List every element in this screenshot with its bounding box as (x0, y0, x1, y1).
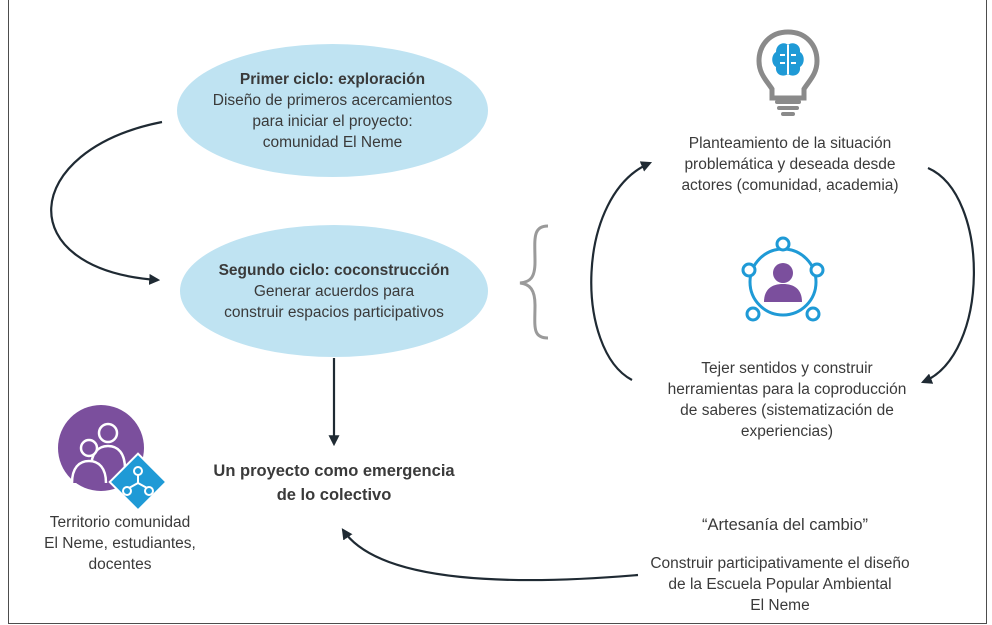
craft-line: Construir participativamente el diseño (650, 555, 910, 572)
emergence-text: Un proyecto como emergencia de lo colect… (185, 459, 483, 507)
arrow-cycle1-to-cycle2 (50, 120, 163, 285)
situation-line: problemática y deseada desde (684, 156, 896, 173)
territory-line: El Neme, estudiantes, (44, 535, 196, 552)
craft-title: “Artesanía del cambio” (702, 516, 868, 534)
cycle1-line: para iniciar el proyecto: (252, 112, 413, 130)
cycle2-title: Segundo ciclo: coconstrucción (218, 261, 450, 279)
cycle2-line: construir espacios participativos (224, 303, 444, 321)
territory-text: Territorio comunidad El Neme, estudiante… (20, 512, 220, 575)
craft-line: de la Escuela Popular Ambiental (668, 576, 892, 593)
person-network-icon (741, 236, 825, 322)
curly-brace (519, 224, 549, 340)
emergence-line: Un proyecto como emergencia (213, 462, 455, 480)
weave-line: Tejer sentidos y construir (701, 360, 873, 377)
situation-line: actores (comunidad, academia) (681, 177, 899, 194)
situation-line: Planteamiento de la situación (688, 135, 892, 152)
weave-text: Tejer sentidos y construir herramientas … (627, 358, 947, 442)
territory-line: docentes (88, 556, 152, 573)
arrow-situation-to-weave (920, 166, 975, 384)
emergence-line: de lo colectivo (276, 486, 392, 504)
cycle2-ellipse: Segundo ciclo: coconstrucción Generar ac… (180, 225, 488, 357)
cycle2-line: Generar acuerdos para (253, 282, 415, 300)
cycle1-line: Diseño de primeros acercamientos (212, 91, 453, 109)
cycle1-title: Primer ciclo: exploración (239, 70, 426, 88)
lightbulb-brain-icon (756, 29, 820, 116)
situation-text: Planteamiento de la situación problemáti… (640, 133, 940, 196)
cycle1-ellipse: Primer ciclo: exploración Diseño de prim… (177, 44, 488, 177)
weave-line: herramientas para la coproducción (667, 381, 907, 398)
diagram-frame (8, 0, 987, 624)
craft-text: Construir participativamente el diseño d… (610, 553, 950, 616)
arrow-craft-to-emergence (341, 528, 639, 582)
craft-line: El Neme (750, 597, 810, 614)
weave-line: de saberes (sistematización de (680, 402, 894, 419)
arrow-weave-to-situation (590, 161, 653, 381)
weave-line: experiencias) (740, 423, 834, 440)
network-diamond-icon (108, 452, 168, 512)
cycle1-line: comunidad El Neme (262, 133, 403, 151)
territory-line: Territorio comunidad (49, 514, 191, 531)
